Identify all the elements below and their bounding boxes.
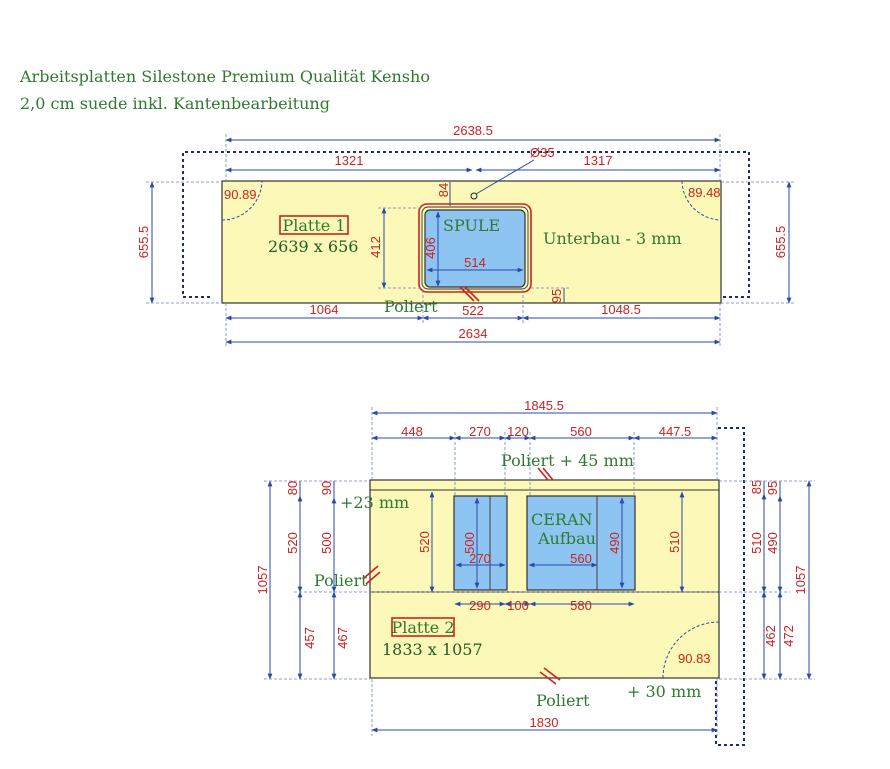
polish-mark-4a (539, 671, 557, 685)
dim-ceran-height: 490 (607, 532, 622, 554)
dim-corner-right: 89.48 (688, 185, 721, 200)
dim-bot-c: 580 (570, 598, 592, 613)
dim-bottom-right: 1048.5 (601, 302, 641, 317)
dim-right-f: 472 (781, 625, 796, 647)
dim-hob-width: 270 (469, 551, 491, 566)
plate-1-name: Platte 1 (282, 216, 345, 235)
dim-bot-b: 100 (507, 598, 529, 613)
edge-label-1: Poliert (384, 297, 438, 316)
dim-left-f: 457 (302, 627, 317, 649)
plate-1-drawing: 2638.5 1321 1317 Ø35 90.89 89.48 655.5 6… (136, 123, 795, 346)
dim-left-g: 467 (335, 627, 350, 649)
sink-outline (418, 203, 532, 293)
polish-mark-1b (464, 286, 480, 302)
dim-bot-a: 290 (469, 598, 491, 613)
polish-mark-2b (542, 467, 554, 481)
dim-sink-depth-outer: 412 (368, 236, 383, 258)
dim-left-outer: 1057 (255, 566, 270, 595)
wall-outline-2 (715, 427, 745, 746)
ceran-label-2: Aufbau (537, 529, 596, 548)
dim-height-left: 655.5 (136, 226, 151, 259)
edge-label-top: Poliert + 45 mm (501, 451, 634, 470)
underbau-label: Unterbau - 3 mm (543, 229, 682, 248)
plate-2-size: 1833 x 1057 (382, 640, 483, 659)
dim-top-d: 560 (570, 424, 592, 439)
dim-left-d: 500 (319, 532, 334, 554)
dim-sink-depth-inner: 406 (423, 237, 438, 259)
dim-height-right: 655.5 (773, 226, 788, 259)
polish-mark-3b (365, 571, 381, 585)
dim-right-e: 462 (763, 625, 778, 647)
dim-top-b: 270 (469, 424, 491, 439)
dim-hob-height: 500 (462, 532, 477, 554)
edge-label-left: Poliert (314, 571, 368, 590)
corner-arc-left (221, 180, 263, 221)
hob-cutout (453, 495, 508, 591)
dim-bottom-total: 2634 (459, 326, 488, 341)
dim-left-c: 90 (319, 481, 334, 495)
plate-1-name-box (279, 215, 349, 235)
dim-right-outer: 1057 (793, 566, 808, 595)
extra-left: +23 mm (340, 493, 409, 512)
corner-arc-right (681, 180, 722, 221)
dim-top-total-2: 1845.5 (524, 398, 564, 413)
dim-left-seg: 1321 (335, 153, 364, 168)
polish-mark-4b (543, 667, 561, 681)
tap-leader (475, 159, 535, 195)
plate-2-name: Platte 2 (391, 618, 454, 637)
header-subtitle: 2,0 cm suede inkl. Kantenbearbeitung (20, 94, 330, 113)
dim-ceran-width: 560 (570, 551, 592, 566)
ceran-cutout (526, 495, 636, 591)
extra-bottom: + 30 mm (627, 682, 701, 701)
plate-2-name-box (391, 617, 455, 637)
dim-right-inner: 510 (667, 531, 682, 553)
polish-mark-1a (459, 286, 475, 302)
dim-sink-top-offset: 84 (436, 183, 451, 197)
dim-top-e: 447.5 (659, 424, 692, 439)
dim-sink-width-inner: 514 (464, 255, 486, 270)
dim-corner-left: 90.89 (224, 187, 257, 202)
polish-mark-2a (537, 467, 549, 481)
dim-left-a: 80 (285, 481, 300, 495)
plate-1-size: 2639 x 656 (268, 237, 358, 256)
dim-sink-width-outer: 522 (462, 303, 484, 318)
dim-corner-2: 90.83 (678, 651, 711, 666)
corner-arc-bottom-right (662, 621, 720, 679)
tap-hole (470, 192, 478, 200)
dim-top-a: 448 (401, 424, 423, 439)
dim-top-c: 120 (507, 424, 529, 439)
ceran-label-1: CERAN (531, 510, 593, 529)
dim-top-total: 2638.5 (453, 123, 493, 138)
dim-bottom-total-2: 1830 (530, 715, 559, 730)
dim-right-b: 95 (765, 481, 780, 495)
dim-right-seg: 1317 (584, 153, 613, 168)
dim-bottom-left: 1064 (310, 302, 339, 317)
dim-sink-bottom-offset: 95 (549, 289, 564, 303)
dim-right-a: 85 (749, 480, 764, 494)
dim-left-e: 520 (417, 531, 432, 553)
dim-right-c: 510 (749, 532, 764, 554)
sink-rim (421, 206, 529, 290)
dim-left-b: 520 (285, 532, 300, 554)
header-title: Arbeitsplatten Silestone Premium Qualitä… (19, 67, 430, 86)
edge-label-bottom: Poliert (536, 691, 590, 710)
dim-right-d: 490 (765, 532, 780, 554)
dim-diameter: Ø35 (530, 145, 555, 160)
polish-mark-3a (363, 565, 379, 579)
plate-2-drawing: 1845.5 448 270 120 560 447.5 Poliert + 4… (255, 398, 815, 746)
sink-label: SPULE (443, 216, 500, 235)
